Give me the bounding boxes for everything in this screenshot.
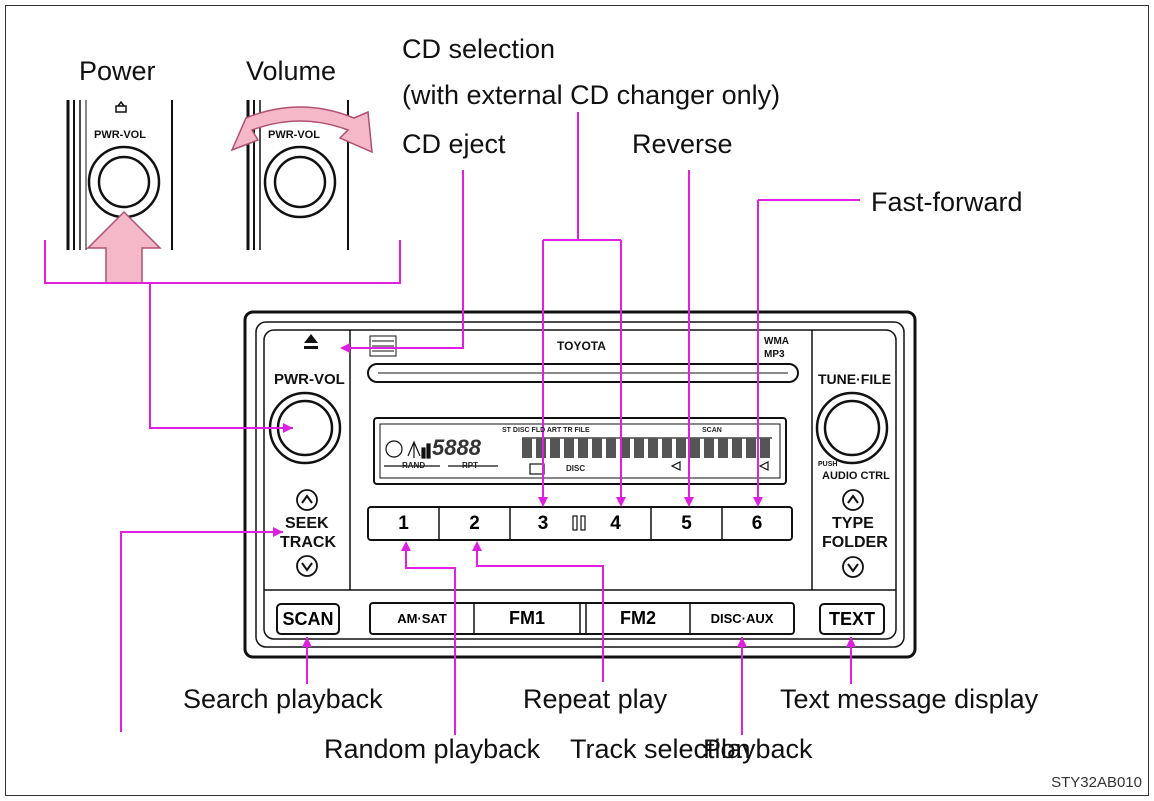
- rotate-arrow-icon: [230, 106, 373, 154]
- playback-label: Playback: [703, 734, 813, 764]
- power-knob-inset: [65, 100, 177, 284]
- cd-selection-note: (with external CD changer only): [402, 80, 781, 110]
- search-playback-label: Search playback: [183, 684, 383, 714]
- random-playback-label: Random playback: [324, 734, 541, 764]
- display-rpt-indicator: RPT: [462, 461, 478, 470]
- type-label: TYPE: [832, 515, 874, 532]
- volume-label: Volume: [246, 56, 337, 86]
- track-selection-label: Track selection: [570, 734, 751, 764]
- display-digits: 5888: [432, 435, 481, 460]
- track-label: TRACK: [280, 534, 336, 551]
- disc-aux-button[interactable]: DISC·AUX: [710, 611, 774, 626]
- display-disc-indicator: DISC: [566, 464, 586, 473]
- folder-label: FOLDER: [822, 534, 888, 551]
- preset-6-button[interactable]: 6: [751, 512, 763, 534]
- scan-button[interactable]: SCAN: [276, 603, 340, 635]
- cd-eject-label: CD eject: [402, 129, 506, 159]
- eject-icon: [304, 334, 318, 349]
- preset-1-button[interactable]: 1: [398, 512, 409, 534]
- push-label: PUSH: [818, 461, 838, 468]
- fm1-button[interactable]: FM1: [509, 608, 545, 628]
- leader-lines: [44, 112, 860, 735]
- inset-volume-label: PWR-VOL: [268, 129, 320, 141]
- fm2-button[interactable]: FM2: [620, 608, 656, 628]
- pwr-vol-label: PWR-VOL: [274, 371, 345, 388]
- inset-power-label: PWR-VOL: [94, 129, 146, 141]
- preset-4-button[interactable]: 4: [610, 512, 621, 534]
- brand-logo-text: TOYOTA: [557, 339, 606, 353]
- cd-selection-label: CD selection: [402, 34, 556, 64]
- wma-badge: WMA: [764, 336, 789, 347]
- am-sat-button[interactable]: AM·SAT: [397, 611, 447, 626]
- tune-file-label: TUNE·FILE: [818, 371, 892, 387]
- display-top-indicators: ST DISC FLD ART TR FILE: [502, 427, 590, 434]
- mp3-badge: MP3: [764, 349, 785, 360]
- preset-3-button[interactable]: 3: [537, 512, 549, 534]
- preset-5-button[interactable]: 5: [681, 512, 692, 534]
- leader-arrowheads: [273, 343, 856, 647]
- audio-ctrl-label: AUDIO CTRL: [822, 470, 890, 482]
- display-rand-indicator: RAND: [402, 461, 426, 470]
- repeat-play-label: Repeat play: [523, 684, 668, 714]
- volume-knob-inset: [230, 100, 373, 250]
- fast-forward-label: Fast-forward: [871, 187, 1023, 217]
- reverse-label: Reverse: [632, 129, 733, 159]
- seek-label: SEEK: [285, 515, 329, 532]
- preset-2-button[interactable]: 2: [469, 512, 480, 534]
- text-button[interactable]: TEXT: [819, 603, 885, 635]
- power-label: Power: [79, 56, 156, 86]
- text-message-display-label: Text message display: [780, 684, 1039, 714]
- display-scan-indicator: SCAN: [702, 427, 722, 434]
- figure-code: STY32AB010: [1051, 774, 1142, 791]
- audio-unit: [243, 310, 917, 659]
